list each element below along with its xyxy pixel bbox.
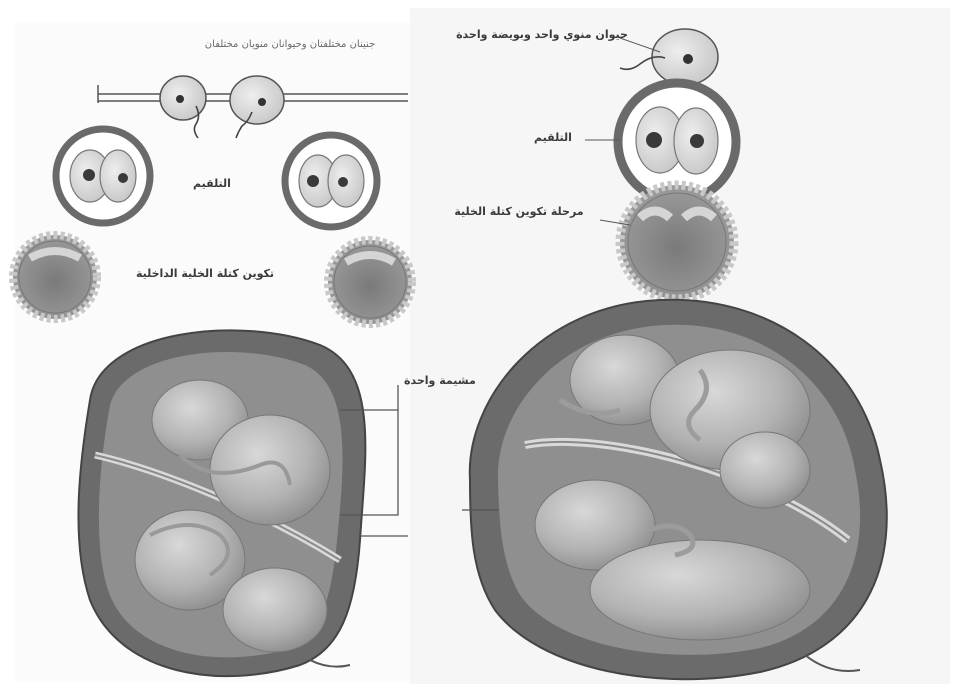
right-blastocyst-label: مرحلة تكوين كتلة الخلية	[434, 205, 604, 218]
left-fertilization-label: التلقيم	[182, 177, 242, 190]
blastocyst-left-1	[13, 235, 97, 319]
zygote-left-2	[285, 135, 377, 227]
uterus-twins-right	[470, 300, 887, 679]
uterus-twins-left	[78, 330, 365, 676]
right-sperm-egg-label: حيوان منوي واحد وبويضة واحدة	[432, 28, 652, 41]
blastocyst-left-2	[328, 240, 412, 324]
right-fertilization-label: التلقيم	[522, 131, 584, 144]
left-title: جنينان مختلفتان وحيوانان منويان مختلفان	[175, 39, 405, 50]
zygote-left-1	[56, 129, 150, 223]
placenta-label: مشيمة واحدة	[404, 374, 484, 387]
left-blastocyst-label: تكوين كتلة الخلية الداخلية	[120, 267, 290, 280]
